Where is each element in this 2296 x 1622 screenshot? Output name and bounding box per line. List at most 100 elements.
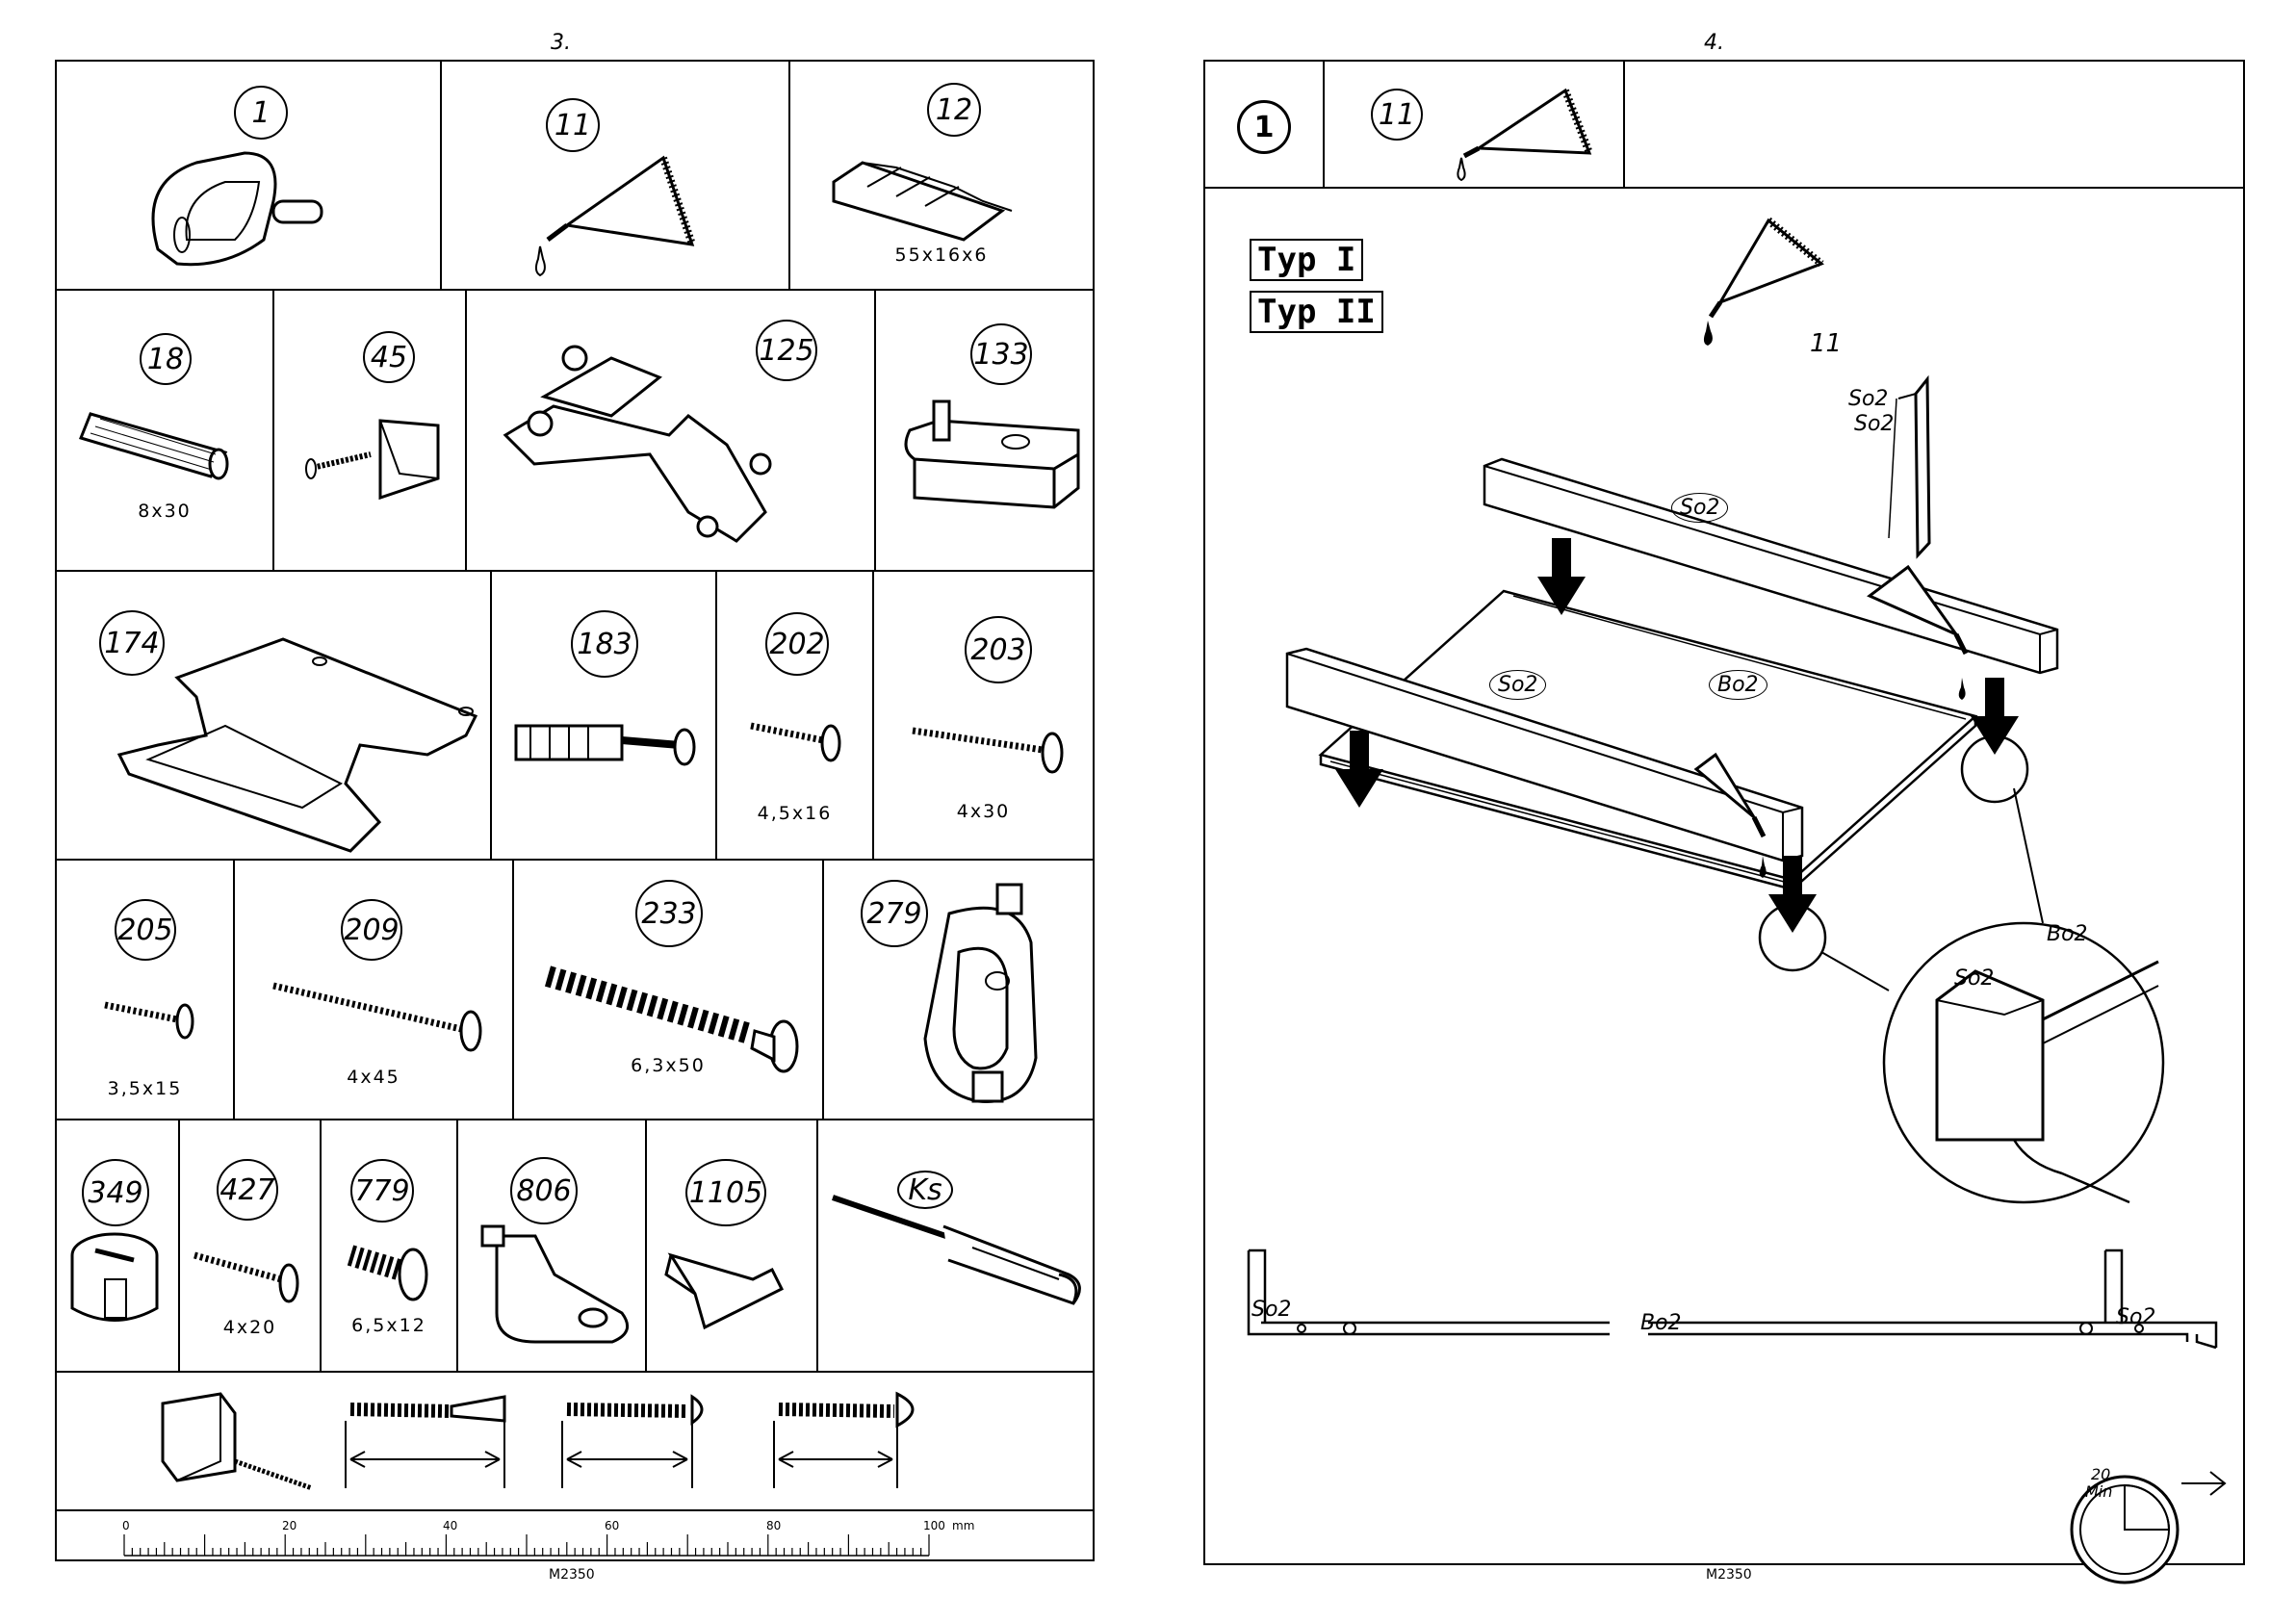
part-cell: 202 4,5x16 (715, 572, 872, 859)
hinge-drawing (496, 320, 862, 551)
ruler-unit: mm (952, 1519, 974, 1532)
mounting-block-drawing (900, 392, 1093, 546)
part-cell: 12 55x16x6 (788, 62, 1093, 289)
parts-row: 349 427 4x20 779 (57, 1119, 1093, 1371)
section-label: So2 (1251, 1298, 1291, 1322)
dowel-drawing (81, 395, 254, 481)
part-number: 349 (82, 1159, 149, 1226)
part-cell: 11 (440, 62, 788, 289)
part-cell: Ks (816, 1120, 1093, 1371)
part-cell: 18 8x30 (57, 291, 272, 570)
step-cell: 1 (1205, 62, 1325, 187)
chipboard-screw-drawing (538, 952, 817, 1068)
part-number: 1 (234, 86, 288, 140)
panel-label: So2 (1489, 670, 1546, 700)
mounting-plate-drawing (110, 630, 485, 851)
right-page: 4. 1 11 Typ I Typ II (1136, 0, 2296, 1622)
assembly-step-frame: 1 11 Typ I Typ II (1203, 60, 2245, 1565)
ruler-label: 60 (605, 1519, 619, 1532)
wedge-shims-drawing (829, 143, 1079, 249)
detail-label: So2 (1954, 966, 1994, 991)
step-number: 1 (1237, 100, 1291, 154)
section-label: Bo2 (1640, 1311, 1682, 1335)
footer-code: M2350 (549, 1567, 595, 1583)
part-number: 205 (115, 899, 176, 961)
part-number: 779 (350, 1159, 414, 1223)
part-cell: 133 (874, 291, 1093, 570)
time-value: 20 (2091, 1465, 2110, 1483)
screw-drawing (746, 707, 862, 764)
part-cell: 45 (272, 291, 465, 570)
part-number: 202 (765, 612, 829, 676)
ruler-label: 0 (122, 1519, 130, 1532)
part-size: 3,5x15 (57, 1078, 233, 1099)
screw-length-diagram (774, 1392, 947, 1488)
ruler-label: 40 (443, 1519, 457, 1532)
hanging-rail-drawing (828, 1188, 1088, 1313)
step-header: 1 11 (1205, 62, 2243, 189)
part-cell: 779 6,5x12 (320, 1120, 456, 1371)
left-page: 3. 1 11 (0, 0, 1136, 1622)
screw-drawing (908, 716, 1081, 774)
connector-bolt-drawing (506, 707, 709, 784)
part-number: 11 (1371, 89, 1423, 141)
parts-row: 174 183 202 (57, 570, 1093, 859)
part-number: 12 (927, 83, 981, 137)
panel-label: Bo2 (1709, 670, 1767, 700)
tools-row (57, 1371, 1093, 1509)
part-cell: 174 (57, 572, 490, 859)
part-cell: 233 6,3x50 (512, 861, 822, 1119)
part-ref-cell: 11 (1325, 62, 1625, 187)
mm-ruler (124, 1532, 952, 1558)
rail-support-drawing (901, 875, 1065, 1116)
cam-lock-fitting-drawing (139, 143, 389, 278)
part-number: 45 (363, 331, 415, 383)
screw-length-diagram (346, 1392, 519, 1488)
screw-drawing (341, 1231, 447, 1308)
screw-drawing (269, 971, 500, 1058)
part-cell: 427 4x20 (178, 1120, 320, 1371)
part-cell: 205 3,5x15 (57, 861, 233, 1119)
screw-drawing (190, 1241, 315, 1308)
panel-label: So2 (1848, 387, 1888, 411)
part-cell: 1 (57, 62, 440, 289)
part-size: 6,3x50 (514, 1055, 822, 1076)
part-cell: 183 (490, 572, 715, 859)
part-number: 233 (635, 880, 703, 947)
glue-tube-icon (1704, 220, 1821, 346)
part-cell: 125 (465, 291, 874, 570)
ruler-label: 100 (923, 1519, 945, 1532)
part-size: 4x20 (180, 1317, 320, 1338)
glue-tube-icon (1450, 71, 1613, 177)
panel-label: So2 (1671, 493, 1728, 523)
time-unit: Min (2085, 1482, 2112, 1501)
part-cell: 349 (57, 1120, 178, 1371)
part-number: 806 (510, 1157, 578, 1224)
ruler-label: 80 (766, 1519, 781, 1532)
part-number: 133 (970, 323, 1032, 385)
parts-row: 1 11 12 (57, 62, 1093, 289)
shelf-bracket-screw-drawing (303, 401, 448, 527)
ruler-row: 0 20 40 60 80 100 mm (57, 1509, 1093, 1559)
part-size: 8x30 (57, 501, 272, 522)
page-number: 3. (551, 31, 571, 55)
part-cell: 1105 (645, 1120, 816, 1371)
part-number: 203 (965, 616, 1032, 683)
parts-row: 205 3,5x15 209 4x45 233 (57, 859, 1093, 1119)
arrow-down-icon (1971, 678, 2019, 755)
shelf-support-drawing (477, 1217, 641, 1361)
cross-section-diagram (1244, 1246, 2235, 1332)
part-size: 4x30 (874, 801, 1093, 822)
glue-label: 11 (1810, 329, 1842, 358)
part-size: 4x45 (235, 1067, 512, 1088)
part-number: 1105 (685, 1159, 766, 1226)
cam-lock-drawing (66, 1226, 172, 1332)
page-number: 4. (1704, 31, 1724, 55)
parts-list-frame: 1 11 12 (55, 60, 1095, 1561)
glue-tube-icon (509, 119, 740, 273)
part-size: 55x16x6 (790, 245, 1093, 266)
shelf-pin-drawing (657, 1236, 811, 1332)
screw-length-diagram (562, 1392, 735, 1488)
section-label: So2 (2116, 1305, 2155, 1329)
part-cell: 203 4x30 (872, 572, 1093, 859)
